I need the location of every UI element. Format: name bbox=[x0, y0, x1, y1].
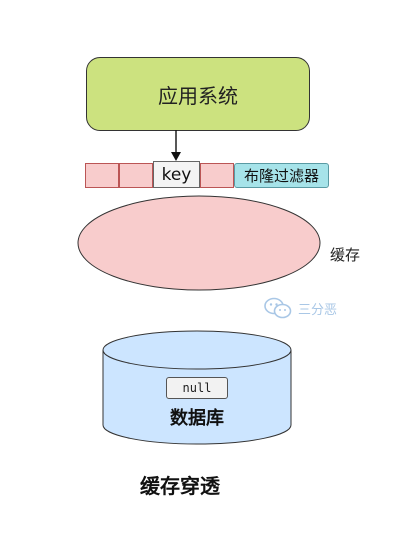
wechat-icon bbox=[264, 297, 292, 319]
watermark: 三分恶 bbox=[264, 293, 374, 323]
bloom-bit-2 bbox=[119, 163, 153, 188]
request-arrow bbox=[171, 130, 181, 161]
cache-label: 缓存 bbox=[330, 246, 361, 264]
null-value-text: null bbox=[182, 381, 212, 395]
database-label: 数据库 bbox=[170, 408, 224, 429]
bloom-filter-label: 布隆过滤器 bbox=[234, 163, 329, 188]
key-label: key bbox=[161, 164, 192, 185]
watermark-text: 三分恶 bbox=[298, 302, 338, 318]
bloom-bit-1 bbox=[85, 163, 119, 188]
bloom-filter-text: 布隆过滤器 bbox=[243, 167, 319, 185]
cache-ellipse bbox=[77, 195, 321, 291]
app-system-node: 应用系统 bbox=[86, 57, 310, 131]
diagram-caption: 缓存穿透 bbox=[140, 474, 220, 498]
bloom-bit-3 bbox=[200, 163, 234, 188]
key-cell: key bbox=[153, 161, 200, 188]
null-value-chip: null bbox=[166, 377, 228, 399]
app-system-label: 应用系统 bbox=[158, 83, 238, 108]
